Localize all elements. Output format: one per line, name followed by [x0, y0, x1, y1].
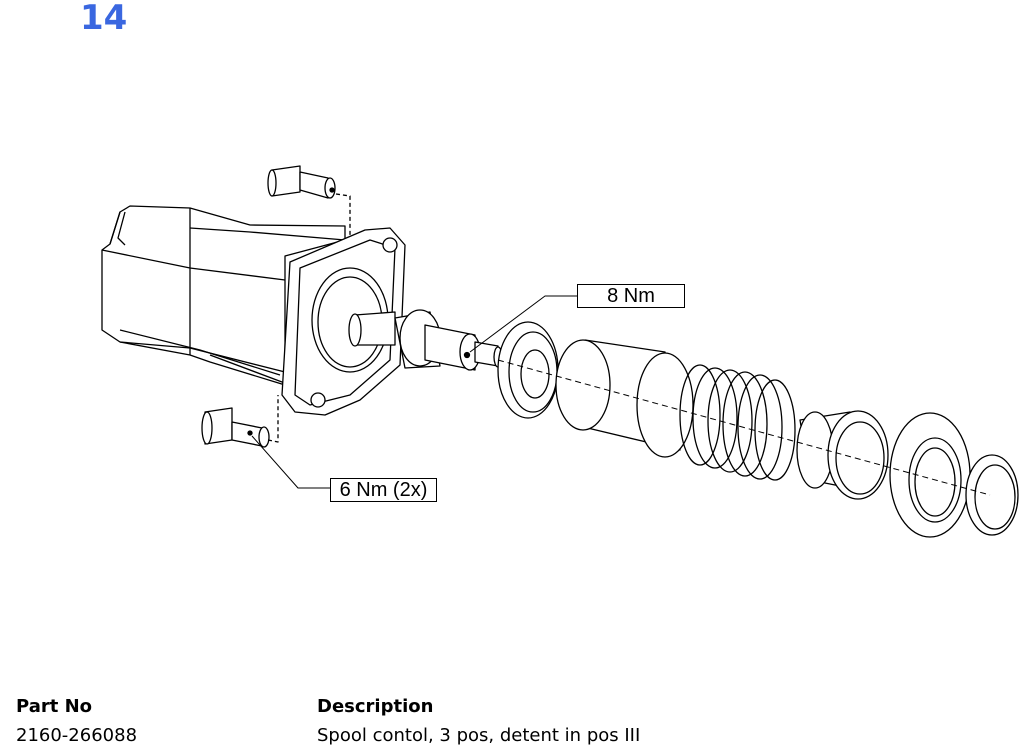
- table-row: 2160-266088 Spool contol, 3 pos, detent …: [16, 723, 1016, 752]
- bottom-screw-axis: [267, 395, 279, 443]
- circlip: [965, 454, 1019, 536]
- spool-torque-leader: [469, 295, 577, 353]
- screw-torque-callout: 6 Nm (2x): [330, 478, 437, 502]
- valve-housing: [101, 205, 346, 395]
- screw-torque-leader: [251, 435, 330, 489]
- washer-2: [889, 412, 971, 538]
- parts-table-header: Part No Description: [16, 694, 1016, 723]
- part-no-header: Part No: [16, 696, 93, 717]
- spring: [679, 364, 796, 481]
- spool-torque-callout: 8 Nm: [577, 284, 685, 308]
- description-header: Description: [317, 696, 434, 717]
- washer-1: [497, 321, 559, 419]
- spool: [348, 309, 503, 371]
- part-number: 2160-266088: [16, 725, 138, 746]
- spring-cup: [796, 410, 889, 500]
- top-screw-axis: [335, 193, 351, 240]
- assembly-axis: [497, 359, 991, 496]
- parts-table: Part No Description 2160-266088 Spool co…: [16, 694, 1016, 752]
- exploded-view-drawing: [101, 165, 1019, 538]
- page-number: 14: [80, 0, 128, 38]
- bottom-screw: [201, 407, 270, 448]
- top-screw: [267, 165, 336, 199]
- sleeve: [555, 339, 694, 458]
- part-description: Spool contol, 3 pos, detent in pos III: [317, 725, 641, 746]
